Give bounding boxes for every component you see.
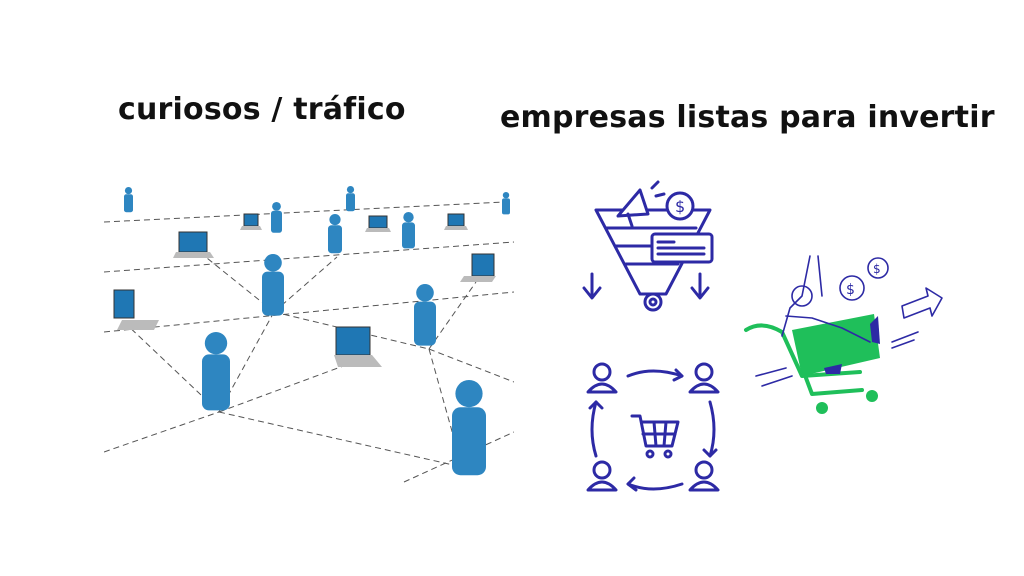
svg-text:$: $ — [846, 282, 855, 298]
svg-text:$: $ — [873, 262, 881, 276]
people-network-icon — [104, 182, 514, 488]
shopping-cart-rider-icon: $ $ — [742, 246, 952, 422]
heading-curiosos-trafico: curiosos / tráfico — [118, 92, 406, 127]
svg-text:$: $ — [675, 197, 685, 216]
marketing-funnel-icon: $ — [578, 176, 728, 324]
heading-empresas-listas: empresas listas para invertir — [500, 100, 995, 135]
customer-cycle-cart-icon — [582, 360, 732, 500]
